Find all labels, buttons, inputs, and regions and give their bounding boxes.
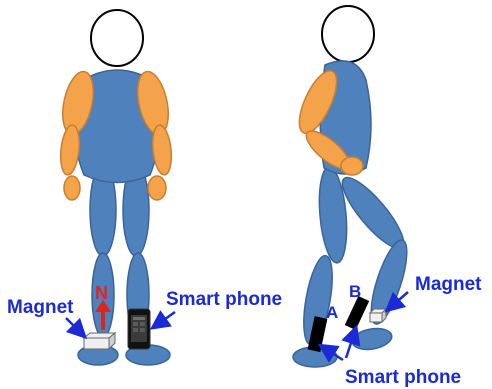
smartphone-left: [128, 309, 150, 349]
label-b: B: [349, 282, 361, 301]
right-forearm-1: [150, 124, 173, 176]
magnet-right: [370, 309, 386, 322]
head-right: [322, 6, 374, 62]
sensor-b-phone: [345, 296, 369, 330]
smartphone-arrow-right-b: [346, 334, 354, 358]
smartphone-label-right: Smart phone: [345, 367, 461, 388]
left-forearm-1: [58, 124, 81, 176]
bent-foot: [351, 326, 394, 353]
head-left: [91, 10, 143, 66]
north-label: N: [95, 283, 108, 303]
label-a: A: [326, 303, 338, 322]
magnet-left: [84, 333, 115, 349]
magnet-label-left: Magnet: [7, 297, 74, 318]
front-view-figure: N Magnet Smart phone: [7, 10, 282, 365]
smartphone-arrow-left: [158, 312, 175, 324]
side-view-figure: A B Magnet Smart phone: [292, 6, 482, 388]
magnet-arrow-left: [66, 318, 80, 332]
left-hand-1: [64, 176, 80, 200]
hand-2: [341, 157, 363, 175]
right-hand-1: [148, 176, 166, 200]
smartphone-label-left: Smart phone: [166, 289, 282, 310]
magnet-label-right: Magnet: [415, 274, 482, 295]
